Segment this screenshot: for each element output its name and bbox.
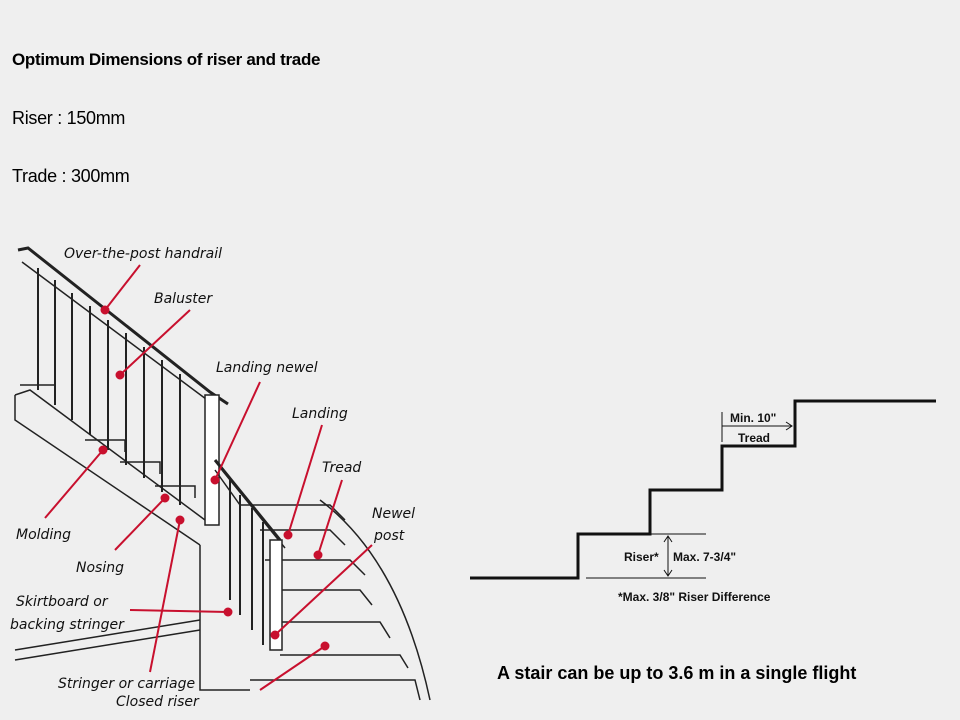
label-closed-riser: Closed riser [116, 694, 200, 710]
label-newel-post-1: Newel [372, 506, 415, 522]
label-handrail: Over-the-post handrail [64, 246, 222, 262]
label-molding: Molding [16, 527, 71, 543]
label-nosing: Nosing [76, 560, 124, 576]
riser-max-label: Max. 7-3/4" [673, 550, 736, 564]
page-title: Optimum Dimensions of riser and trade [12, 50, 321, 69]
label-landing-newel: Landing newel [216, 360, 318, 376]
tread-dimension: Trade : 300mm [12, 166, 130, 186]
flight-height-note: A stair can be up to 3.6 m in a single f… [497, 663, 857, 683]
label-baluster: Baluster [154, 291, 213, 307]
label-skirtboard-2: backing stringer [10, 617, 125, 633]
tread-label: Tread [738, 431, 770, 445]
label-newel-post-2: post [373, 528, 405, 544]
label-landing: Landing [292, 406, 348, 422]
step-dimension-lines [586, 412, 793, 579]
label-tread: Tread [322, 460, 361, 476]
tread-min-label: Min. 10" [730, 411, 776, 425]
staircase-drawing [14, 246, 431, 701]
riser-difference-note: *Max. 3/8" Riser Difference [618, 590, 771, 604]
label-skirtboard-1: Skirtboard or [16, 594, 109, 610]
label-stringer: Stringer or carriage [58, 676, 195, 692]
riser-label: Riser* [624, 550, 659, 564]
step-profile [470, 399, 936, 580]
riser-dimension: Riser : 150mm [12, 108, 126, 128]
